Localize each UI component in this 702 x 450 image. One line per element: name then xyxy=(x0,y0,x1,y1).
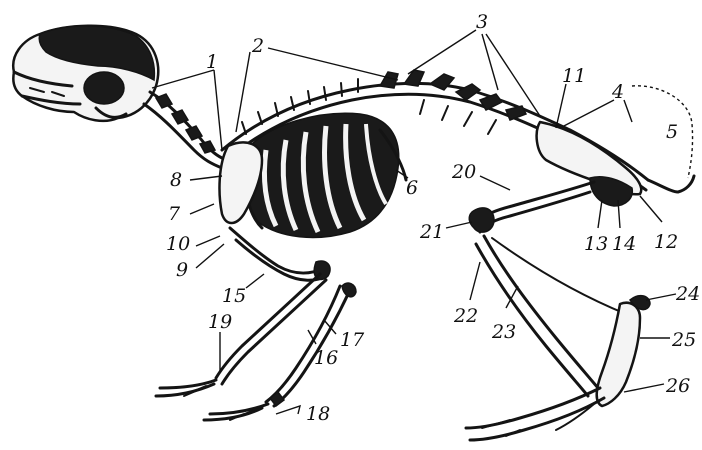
label-7: 7 xyxy=(168,203,181,225)
label-19: 19 xyxy=(208,311,232,333)
leader-21 xyxy=(446,222,472,228)
label-16: 16 xyxy=(314,347,338,369)
label-6: 6 xyxy=(406,177,418,199)
label-21: 21 xyxy=(419,221,444,243)
leader-26 xyxy=(624,384,664,392)
label-10: 10 xyxy=(166,233,190,255)
label-24: 24 xyxy=(675,283,700,305)
label-5: 5 xyxy=(666,121,678,143)
label-15: 15 xyxy=(222,285,246,307)
label-14: 14 xyxy=(612,233,636,255)
label-3: 3 xyxy=(476,11,488,33)
label-11: 11 xyxy=(562,65,586,87)
leader-22 xyxy=(470,262,480,300)
label-25: 25 xyxy=(671,329,696,351)
label-20: 20 xyxy=(451,161,476,183)
leader-12 xyxy=(640,196,662,222)
label-17: 17 xyxy=(340,329,365,351)
leader-5 xyxy=(632,86,693,178)
label-26: 26 xyxy=(665,375,690,397)
leader-15 xyxy=(246,274,264,288)
skull xyxy=(13,26,158,121)
label-2: 2 xyxy=(251,35,264,57)
ribcage xyxy=(245,113,406,237)
leader-18 xyxy=(276,406,300,414)
label-23: 23 xyxy=(491,321,516,343)
leader-4 xyxy=(560,100,632,128)
hindlimb xyxy=(466,182,650,440)
label-8: 8 xyxy=(170,169,182,191)
label-13: 13 xyxy=(584,233,608,255)
label-4: 4 xyxy=(611,81,624,103)
label-12: 12 xyxy=(654,231,678,253)
label-1: 1 xyxy=(206,51,218,73)
leader-20 xyxy=(480,176,510,190)
label-18: 18 xyxy=(306,403,330,425)
cervical-vertebrae xyxy=(144,92,222,168)
label-9: 9 xyxy=(176,259,188,281)
leader-11 xyxy=(556,84,566,128)
leader-24 xyxy=(646,294,676,300)
label-22: 22 xyxy=(453,305,478,327)
leader-1 xyxy=(152,70,222,150)
